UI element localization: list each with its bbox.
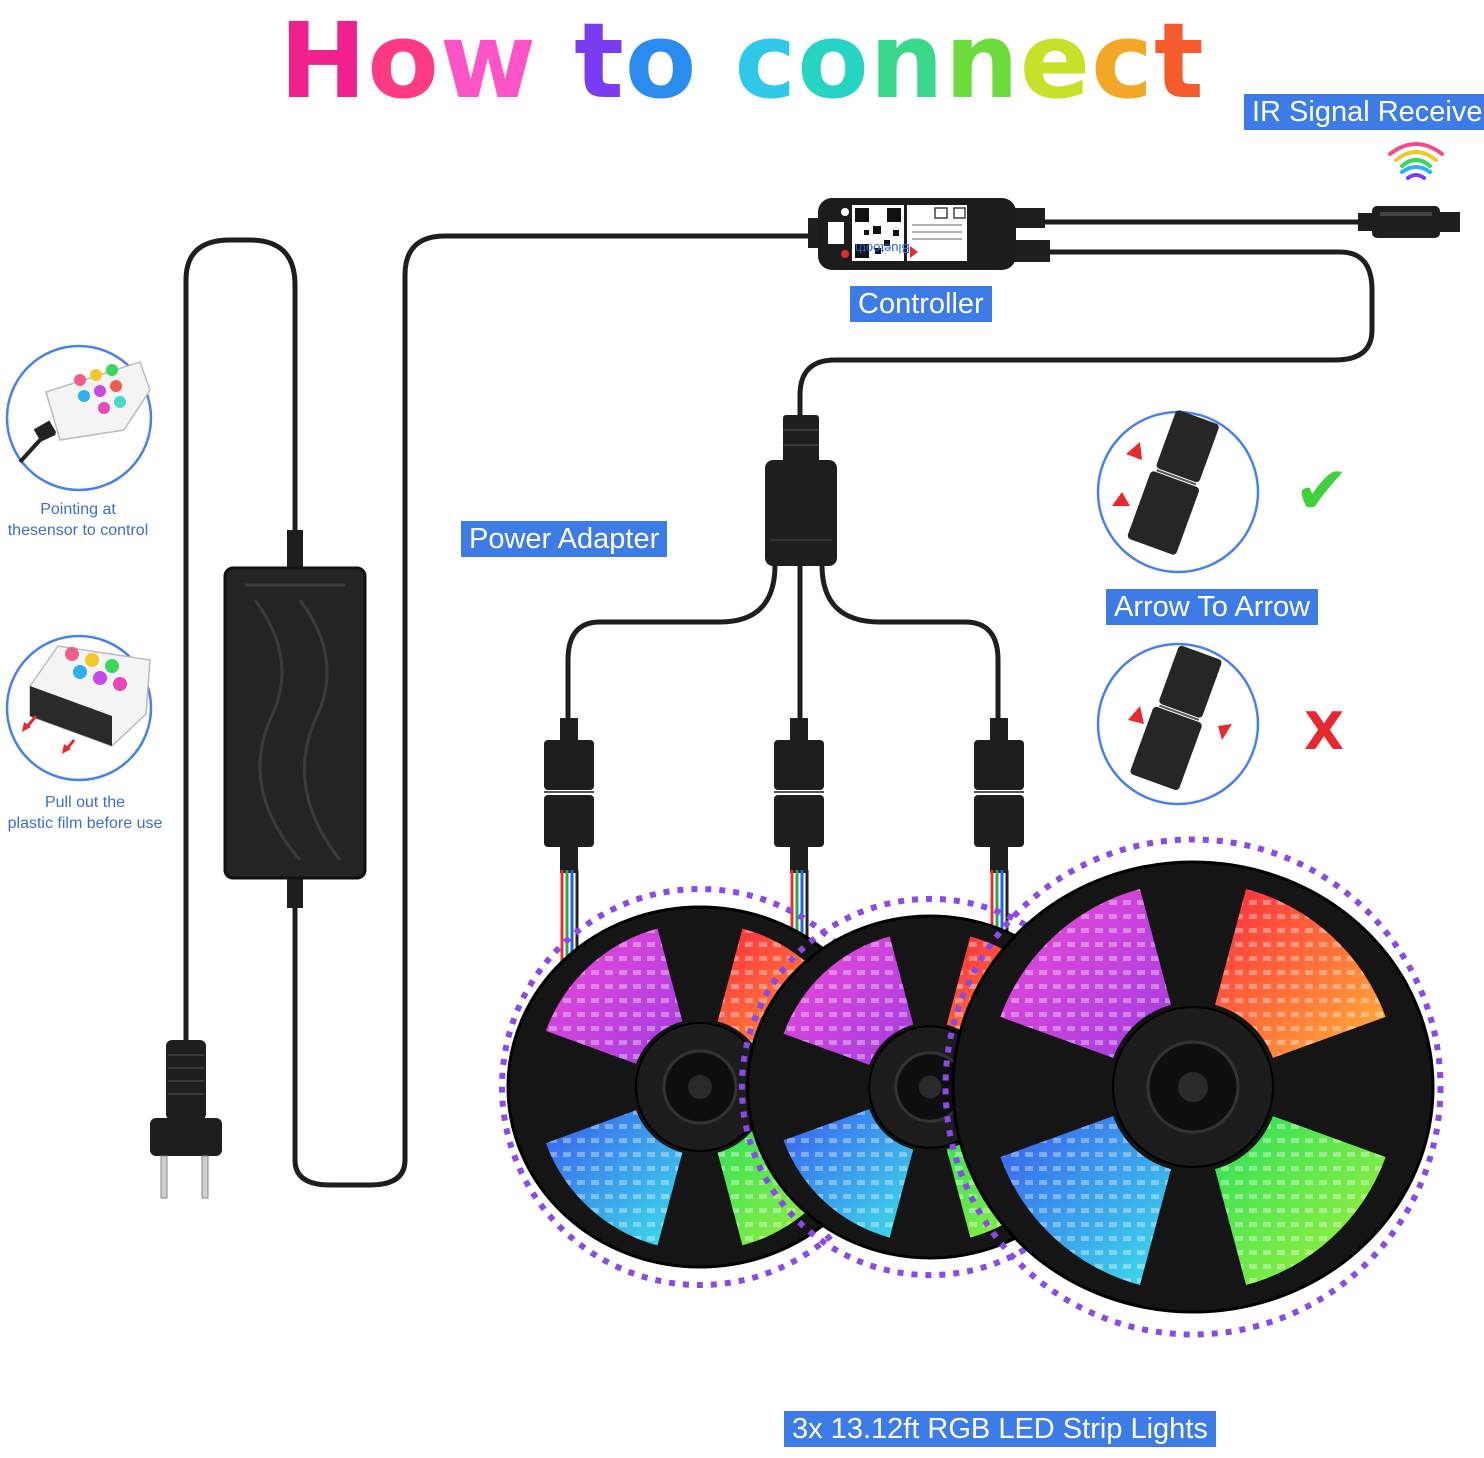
correct-check-icon: ✔ (1294, 452, 1350, 529)
title-letter: w (439, 0, 537, 122)
pull-film-caption-line-1: Pull out the (44, 794, 126, 811)
remote-pointing-illustration (5, 344, 153, 492)
controller-label: Controller (850, 286, 992, 322)
title-letter: o (797, 0, 870, 122)
controller-box: Bluetooth (808, 198, 1050, 270)
power-adapter-label: Power Adapter (461, 521, 668, 557)
strip-connectors (544, 718, 1024, 975)
reel-right (942, 836, 1444, 1338)
cables (183, 219, 1375, 1188)
wrong-connection-illustration (1096, 642, 1260, 806)
pull-film-caption: Pull out the plastic film before use (2, 792, 168, 834)
ir-receiver-label: IR Signal Receiver (1244, 94, 1484, 130)
splitter-connector (765, 415, 837, 566)
signal-waves-icon (1388, 142, 1444, 180)
title-letter: o (367, 0, 440, 122)
title-letter: n (944, 0, 1020, 122)
wall-plug (150, 1040, 222, 1199)
title-letter: o (624, 0, 698, 122)
title-letter: H (279, 0, 368, 122)
pull-film-caption-line-2: plastic film before use (7, 815, 163, 832)
title-letter: t (1153, 0, 1205, 122)
page-title: How to connect (0, 2, 1484, 120)
led-reels (499, 836, 1444, 1338)
pointing-caption: Pointing at thesensor to control (2, 499, 154, 541)
remote-film-illustration (5, 634, 153, 782)
controller-brand-text: Bluetooth (855, 241, 910, 256)
correct-connection-illustration (1096, 410, 1260, 574)
strip-lights-label: 3x 13.12ft RGB LED Strip Lights (784, 1411, 1216, 1447)
ir-receiver (1358, 142, 1460, 238)
wrong-cross-icon: X (1304, 702, 1345, 762)
title-letter: n (869, 0, 945, 122)
power-adapter (223, 530, 367, 908)
pointing-caption-line-2: thesensor to control (7, 522, 149, 539)
title-letter: t (574, 0, 625, 122)
arrow-to-arrow-label: Arrow To Arrow (1106, 589, 1319, 625)
title-letter: c (734, 0, 798, 122)
title-letter: c (1091, 0, 1154, 122)
pointing-caption-line-1: Pointing at (40, 501, 116, 518)
title-letter: e (1019, 0, 1092, 122)
